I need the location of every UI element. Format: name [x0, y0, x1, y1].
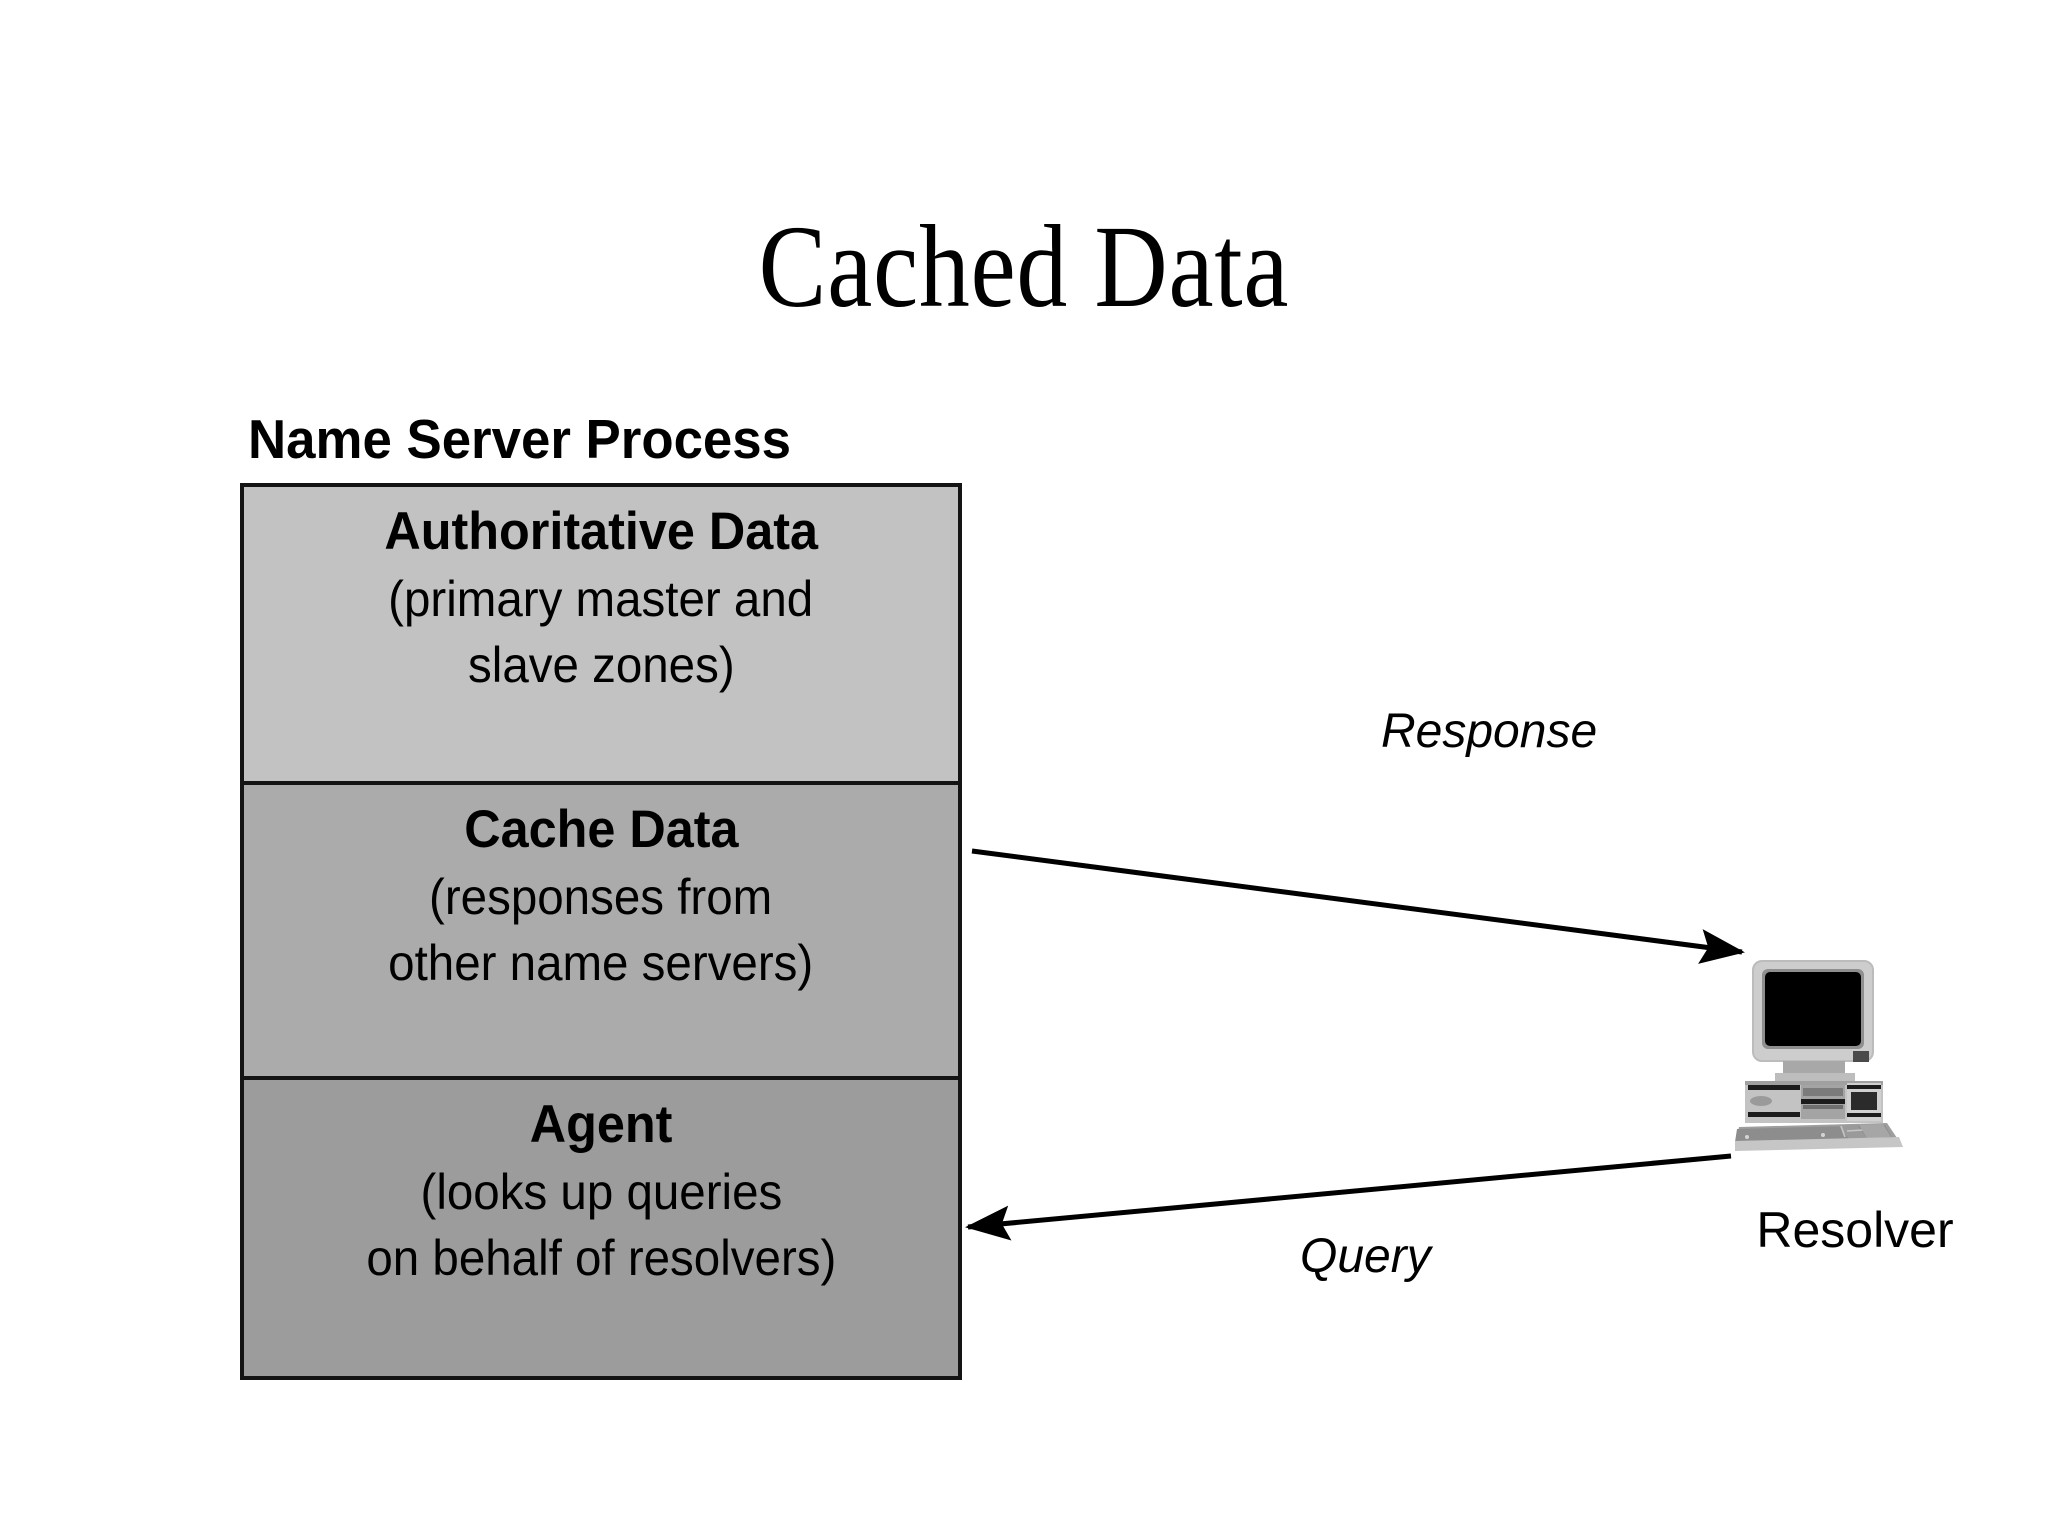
response-arrow-icon	[971, 848, 1745, 964]
layer-title-agent: Agent	[529, 1095, 673, 1154]
layer-box-cache-data: Cache Data (responses from other name se…	[244, 785, 958, 1080]
query-arrow-icon	[965, 1153, 1732, 1241]
layer-box-agent: Agent (looks up queries on behalf of res…	[244, 1080, 958, 1376]
layer-detail-cache-data-line1: (responses from	[429, 868, 773, 925]
layer-detail-cache-data-line2: other name servers)	[388, 935, 814, 992]
layer-detail-agent-line1: (looks up queries	[420, 1163, 782, 1220]
layer-detail-authoritative-data-line2: slave zones)	[467, 637, 735, 694]
query-flow-label: Query	[1300, 1230, 1431, 1283]
resolver-computer-group	[1735, 955, 1975, 1155]
layer-detail-authoritative-data-line1: (primary master and	[388, 570, 814, 627]
layer-title-cache-data: Cache Data	[463, 800, 739, 859]
desktop-computer-icon	[1735, 960, 1903, 1151]
layer-title-authoritative-data: Authoritative Data	[384, 502, 818, 561]
layer-detail-agent-line2: on behalf of resolvers)	[366, 1230, 836, 1287]
name-server-process-heading: Name Server Process	[248, 408, 792, 470]
name-server-process-stack: Authoritative Data (primary master and s…	[240, 483, 962, 1380]
layer-box-authoritative-data: Authoritative Data (primary master and s…	[244, 487, 958, 785]
resolver-label: Resolver	[1756, 1202, 1954, 1258]
page-title: Cached Data	[758, 201, 1290, 332]
response-flow-label: Response	[1381, 705, 1598, 758]
